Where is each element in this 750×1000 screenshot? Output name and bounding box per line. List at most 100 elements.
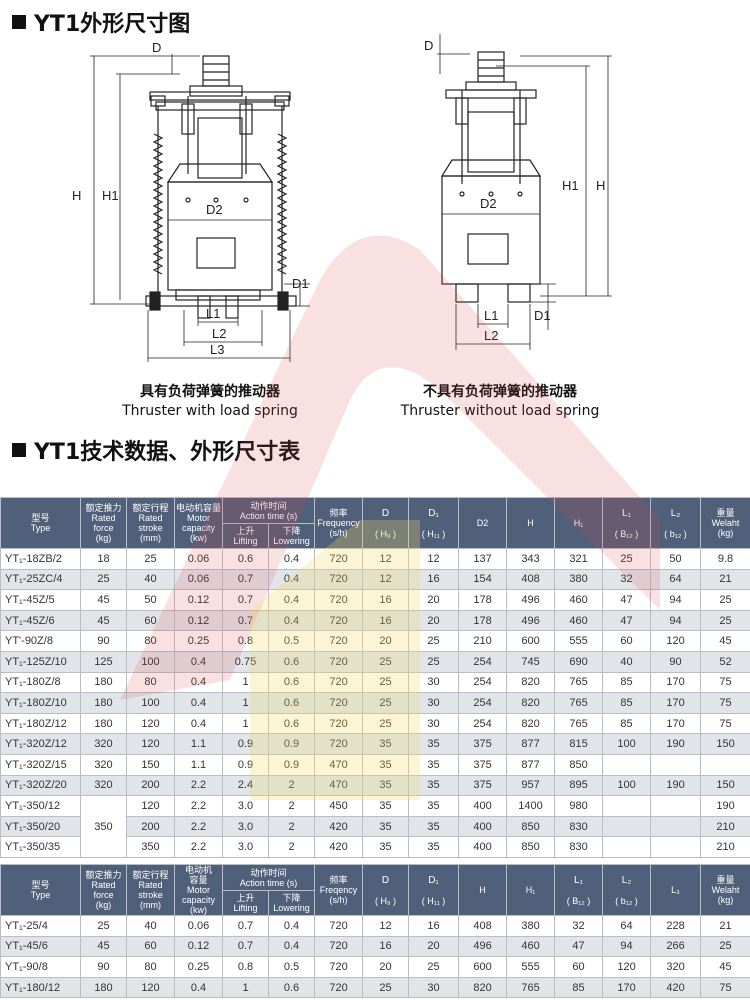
cell-value: 1	[222, 712, 269, 735]
cell-value	[650, 795, 702, 817]
cell-value: 720	[314, 712, 364, 735]
cell-value: 21	[700, 568, 750, 591]
cell-value: 3.0	[222, 815, 269, 838]
cell-value: 820	[458, 976, 508, 999]
cell-value: 0.4	[174, 712, 223, 735]
cell-value: 690	[554, 650, 604, 673]
cell-value: 52	[700, 650, 750, 673]
cell-value: 150	[126, 753, 175, 776]
cell-value: 180	[80, 671, 127, 694]
cell-value: 3.0	[222, 836, 269, 858]
cell-value: 16	[362, 935, 410, 958]
th-H: H	[506, 497, 556, 549]
cell-value: 94	[650, 609, 702, 632]
cell-value: 350	[80, 795, 127, 858]
cell-value: 0.6	[267, 671, 316, 694]
cell-value: 0.4	[174, 671, 223, 694]
cell-value: 125	[80, 650, 127, 673]
cell-value: 25	[80, 915, 127, 937]
cell-value: 47	[602, 609, 652, 632]
cell-value: 35	[408, 753, 460, 776]
dim-label-H1: H1	[562, 178, 579, 193]
cell-value: 20	[408, 935, 460, 958]
dim-label-L2: L2	[212, 326, 226, 341]
cell-value: 16	[362, 589, 410, 611]
caption-cn: 具有负荷弹簧的推动器	[140, 384, 280, 400]
cell-value: 877	[506, 733, 556, 755]
cell-value: 120	[126, 976, 175, 999]
cell-value: 0.6	[267, 976, 316, 999]
cell-value: 50	[126, 589, 175, 611]
cell-value: 0.9	[267, 733, 316, 755]
cell-value: 90	[650, 650, 702, 673]
cell-value: 600	[458, 956, 508, 978]
cell-value: 25	[408, 650, 460, 673]
cell-value	[602, 795, 652, 817]
dim-label-L2: L2	[484, 328, 498, 343]
cell-value: 254	[458, 671, 508, 694]
cell-value: 375	[458, 753, 508, 776]
cell-value: 815	[554, 733, 604, 755]
cell-value: 0.06	[174, 548, 223, 570]
cell-value: 0.7	[222, 609, 269, 632]
th-D: D( H₉ )	[362, 864, 410, 916]
cell-value: 420	[314, 815, 364, 838]
cell-value: 12	[362, 568, 410, 591]
cell-value: 0.6	[267, 650, 316, 673]
cell-value: 170	[602, 976, 652, 999]
cell-value: 25	[408, 630, 460, 652]
cell-value: 0.7	[222, 935, 269, 958]
cell-value: 0.06	[174, 915, 223, 937]
cell-value: 25	[700, 589, 750, 611]
cell-value: 720	[314, 589, 364, 611]
cell-value: 320	[80, 774, 127, 797]
cell-value: 30	[408, 712, 460, 735]
section-title: YT1技术数据、外形尺寸表	[34, 440, 301, 465]
cell-value: 1	[222, 976, 269, 999]
caption-en: Thruster without load spring	[400, 403, 600, 419]
cell-value: 45	[80, 609, 127, 632]
cell-value: 0.4	[174, 650, 223, 673]
cell-value: 254	[458, 712, 508, 735]
cell-value: 120	[126, 712, 175, 735]
cell-value: 75	[700, 692, 750, 714]
cell-value: 745	[506, 650, 556, 673]
cell-value: 320	[650, 956, 702, 978]
cell-value: 720	[314, 650, 364, 673]
cell-type: YT₁-180Z/8	[0, 671, 81, 694]
cell-value: 100	[126, 650, 175, 673]
cell-value: 320	[80, 733, 127, 755]
cell-value: 45	[80, 935, 127, 958]
cell-value: 35	[408, 836, 460, 858]
dim-label-H1: H1	[102, 188, 119, 203]
cell-value: 254	[458, 650, 508, 673]
cell-type: YT₁-320Z/15	[0, 753, 81, 776]
cell-type: YT₁-350/12	[0, 795, 81, 817]
cell-value: 35	[362, 815, 410, 838]
cell-type: YT₁-18ZB/2	[0, 548, 81, 570]
cell-value: 0.4	[267, 589, 316, 611]
cell-value: 600	[506, 630, 556, 652]
cell-value: 154	[458, 568, 508, 591]
cell-value: 170	[650, 712, 702, 735]
square-bullet-icon	[12, 15, 26, 29]
cell-type: YT'-90Z/8	[0, 630, 81, 652]
cell-value: 21	[700, 915, 750, 937]
cell-value: 0.25	[174, 956, 223, 978]
cell-value: 0.6	[267, 712, 316, 735]
cell-value	[650, 815, 702, 838]
cell-type: YT₁-320Z/20	[0, 774, 81, 797]
cell-value: 2	[267, 815, 316, 838]
cell-value	[602, 753, 652, 776]
